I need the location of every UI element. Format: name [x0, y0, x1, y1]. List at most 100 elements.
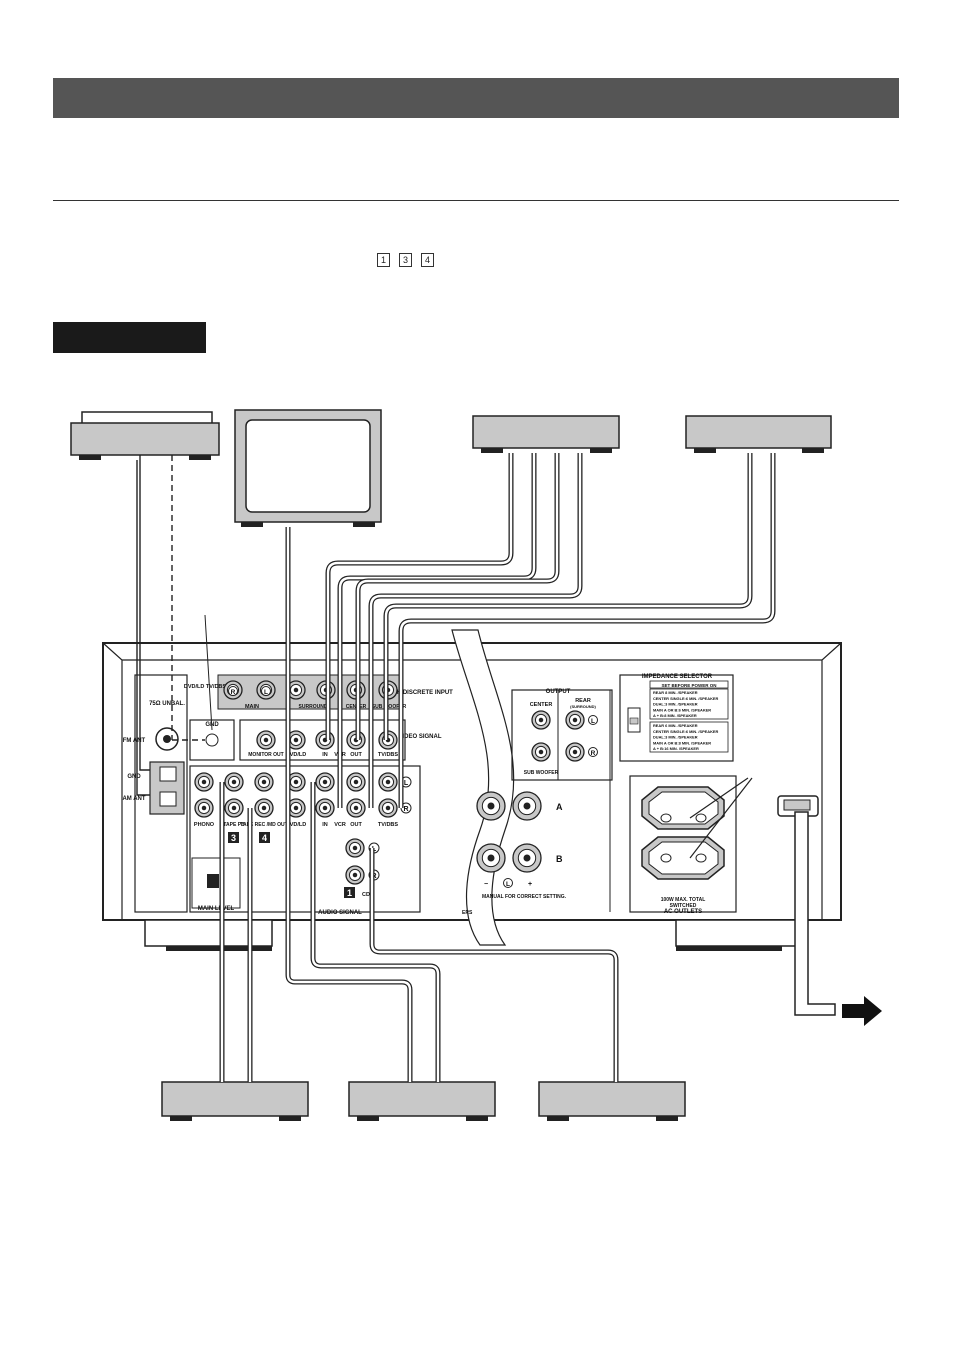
rca-jack — [378, 772, 398, 792]
rca-jack — [345, 838, 365, 858]
audio-title: AUDIO SIGNAL — [318, 910, 362, 916]
ac-switched-label: SWITCHED — [670, 903, 697, 909]
sixch-source-label: DVD/LD TV/DBS — [184, 684, 227, 690]
num-mark-text: 3 — [231, 833, 236, 843]
channel-mark-l: L — [261, 686, 271, 696]
cable-line — [285, 527, 413, 1082]
impedance-row: CENTER SINGLE:6 MIN. /SPEAKER — [653, 729, 718, 734]
rca-jack — [531, 742, 551, 762]
svg-text:R: R — [403, 806, 408, 813]
rca-jack — [286, 680, 306, 700]
output-title: OUTPUT — [546, 689, 571, 695]
power-cord — [777, 795, 836, 1016]
antenna-cable — [136, 455, 205, 796]
rca-jack — [476, 791, 506, 821]
sixch-title: 6CH DISCRETE INPUT — [389, 690, 453, 696]
video-panel — [239, 719, 406, 761]
impedance-row: REAR 6 MIN. /SPEAKER — [653, 723, 698, 728]
cable-line — [398, 453, 776, 808]
section-divider — [53, 200, 899, 201]
speaker-b-label: B — [556, 854, 563, 864]
gnd-label: GND — [205, 722, 219, 728]
gnd-ant-label: GND — [127, 774, 141, 780]
ac-outlet-socket — [641, 786, 725, 880]
tv-monitor — [234, 409, 382, 527]
output-center-label: CENTER — [530, 702, 553, 708]
main-level-switch — [207, 874, 219, 888]
channel-mark-l: L — [503, 878, 513, 888]
speaker-note: MANUAL FOR CORRECT SETTING. — [482, 894, 567, 900]
rca-jack — [224, 772, 244, 792]
svg-text:L: L — [404, 780, 409, 787]
num-mark-text: 4 — [262, 833, 267, 843]
video-title: VIDEO SIGNAL — [398, 734, 441, 740]
cable-line — [383, 453, 753, 740]
main-level-box — [191, 857, 241, 909]
output-rear-label: REAR — [575, 698, 591, 704]
rca-jack — [345, 865, 365, 885]
output-surround-label: (SURROUND) — [570, 704, 596, 709]
svg-text:L: L — [264, 689, 268, 696]
cable-line — [337, 453, 537, 808]
cable-line — [368, 453, 583, 808]
impedance-row: DUAL:3 MIN. /SPEAKER — [653, 702, 698, 707]
sixch-main-label: MAIN — [245, 704, 259, 710]
impedance-title: IMPEDANCE SELECTOR — [642, 674, 713, 680]
rca-jack — [254, 798, 274, 818]
num-mark — [259, 832, 270, 843]
section-label-box — [53, 322, 206, 353]
tvdbs-device — [685, 415, 832, 453]
cable-line — [369, 848, 619, 1082]
rca-jack — [315, 772, 335, 792]
video-out-label: OUT — [350, 752, 362, 758]
speaker-label: ERS — [462, 910, 473, 916]
rca-jack — [565, 742, 585, 762]
audio-panel — [189, 765, 421, 913]
am-ant-label: AM ANT — [122, 796, 145, 802]
impedance-panel — [619, 674, 734, 762]
audio-phono-label: PHONO — [194, 822, 215, 828]
rca-jack — [346, 798, 366, 818]
ac-power-note: 100W MAX. TOTAL — [661, 897, 706, 903]
svg-text:L: L — [591, 718, 595, 725]
audio-vcr-label: VCR — [334, 822, 346, 828]
audio-tvdbs-label: TV/DBS — [378, 822, 399, 828]
outlet-pointer — [689, 777, 749, 819]
sixch-sub-label: SUB WOOFER — [372, 704, 407, 710]
audio-cd-label: CD — [362, 892, 370, 898]
num-mark-text: 1 — [347, 888, 352, 898]
main-level-label: MAIN LEVEL — [198, 906, 235, 912]
gnd-screw-icon — [205, 733, 219, 747]
rca-jack — [286, 730, 306, 750]
rca-jack — [194, 798, 214, 818]
audio-tape-pb-label: TAPE PB — [223, 822, 245, 828]
cable-line — [310, 782, 441, 1082]
cable-line — [325, 453, 514, 740]
step-badge: 1 — [377, 253, 390, 267]
rca-jack — [254, 772, 274, 792]
rca-jack — [346, 772, 366, 792]
ac-outlets-title: AC OUTLETS — [664, 909, 702, 915]
rca-jack — [286, 772, 306, 792]
video-tvdbs-label: TV/DBS — [378, 752, 399, 758]
antenna-panel — [134, 674, 188, 913]
header-bar — [53, 78, 899, 118]
svg-text:R: R — [231, 689, 236, 696]
rca-jack — [531, 710, 551, 730]
num-mark — [228, 832, 239, 843]
dvd-device — [348, 1081, 496, 1121]
rca-jack — [315, 730, 335, 750]
rca-jack — [256, 730, 276, 750]
outlet-pointer — [689, 777, 753, 859]
rca-jack — [565, 710, 585, 730]
cd-player-device — [538, 1081, 686, 1121]
impedance-row: A + B:8 MIN. /SPEAKER — [653, 713, 697, 718]
tuner-antenna-device — [70, 411, 220, 460]
rca-jack — [512, 791, 542, 821]
video-dvd-label: DVD/LD — [286, 752, 307, 758]
speaker-plus-label: + — [528, 881, 532, 888]
video-monitor-label: MONITOR OUT — [248, 752, 283, 758]
sixch-surround-label: SURROUND — [299, 704, 328, 710]
